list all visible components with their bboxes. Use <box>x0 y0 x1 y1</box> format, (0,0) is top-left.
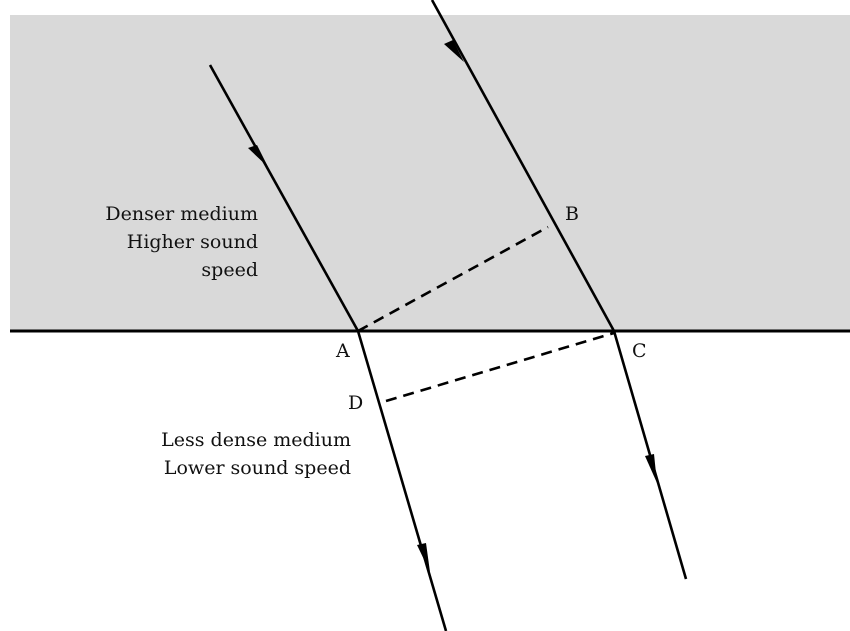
arrowhead-refracted-right <box>645 454 657 483</box>
upper-medium-label-line3: speed <box>201 259 258 281</box>
arrowhead-incident-right <box>444 40 464 62</box>
point-label-b: B <box>565 203 579 225</box>
lower-medium-label-line1: Less dense medium <box>161 429 351 451</box>
wavefront-incident <box>357 225 549 333</box>
lower-medium-label-line2: Lower sound speed <box>164 457 351 479</box>
wavefront-refracted <box>385 331 615 403</box>
denser-medium-region <box>10 15 850 331</box>
incident-ray-right <box>430 0 616 332</box>
point-label-a: A <box>335 340 350 362</box>
arrowhead-incident-left <box>248 145 268 167</box>
refracted-ray-left <box>356 330 448 631</box>
point-label-d: D <box>348 392 363 414</box>
incident-ray-left <box>208 64 360 332</box>
upper-medium-label-line2: Higher sound <box>127 231 258 253</box>
point-label-c: C <box>632 340 647 362</box>
arrowhead-refracted-left <box>417 543 430 572</box>
upper-medium-label-line1: Denser medium <box>105 203 258 225</box>
